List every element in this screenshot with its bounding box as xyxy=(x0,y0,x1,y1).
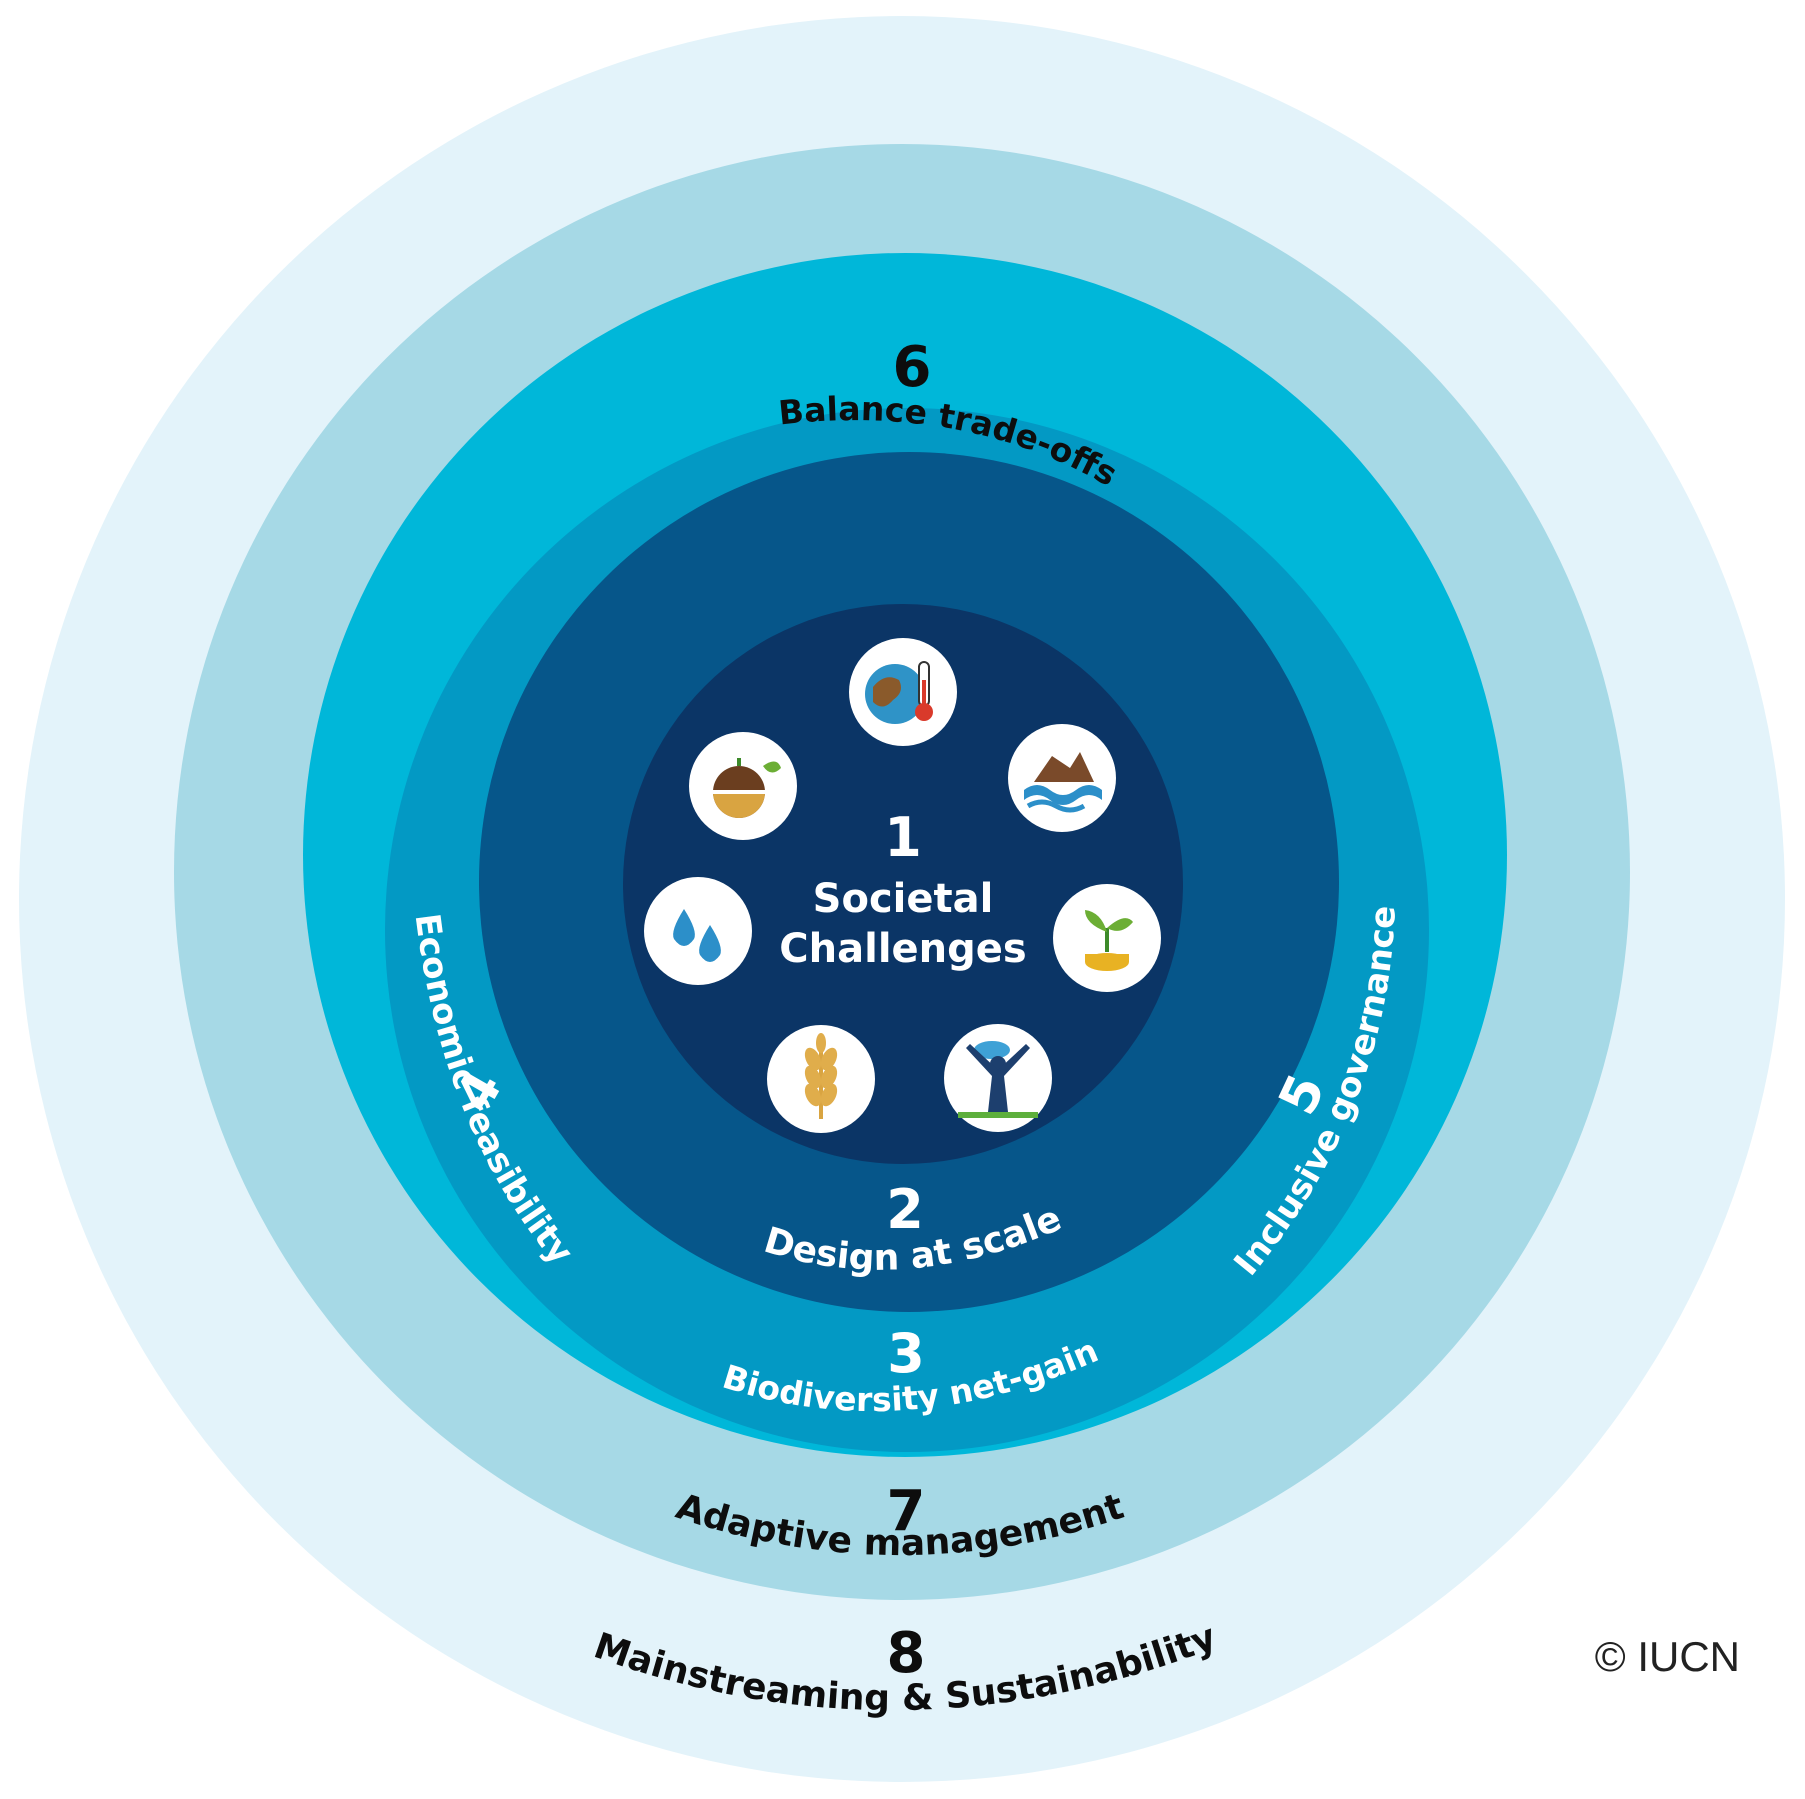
p7-number: 7 xyxy=(887,1479,926,1544)
p2-number: 2 xyxy=(886,1178,924,1241)
p1-label-line2: Challenges xyxy=(779,926,1026,972)
p8-number: 8 xyxy=(887,1621,926,1686)
p6-number: 6 xyxy=(893,335,932,400)
p3-number: 3 xyxy=(887,1322,925,1385)
p1-label-line1: Societal xyxy=(813,876,994,922)
climate-thermometer-icon xyxy=(849,638,957,746)
copyright-notice: © IUCN xyxy=(1594,1633,1740,1680)
economic-development-icon xyxy=(1053,884,1161,992)
human-health-icon xyxy=(944,1024,1052,1132)
water-security-icon xyxy=(644,877,752,985)
disaster-flood-icon xyxy=(1008,724,1116,832)
food-security-icon xyxy=(767,1025,875,1133)
p1-number: 1 xyxy=(884,806,922,869)
soil-degradation-icon xyxy=(689,732,797,840)
